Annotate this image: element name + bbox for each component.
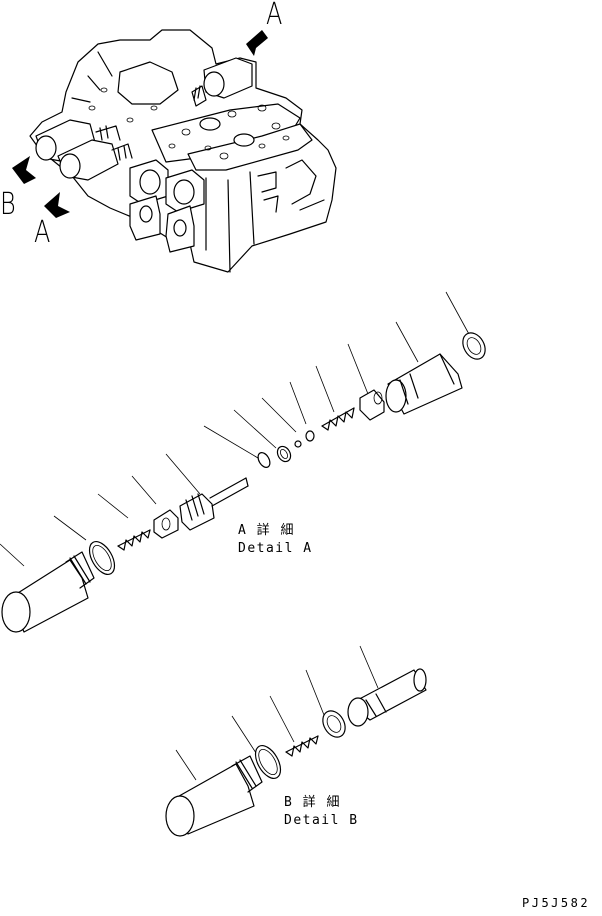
detail-b-en-label: Detail B	[284, 813, 359, 828]
detail-b-exploded-parts	[165, 645, 427, 837]
detail-a-exploded-parts	[0, 291, 486, 633]
view-a-left-label: A	[34, 215, 51, 250]
view-b-label: B	[0, 187, 16, 222]
arrow-a-top-icon	[246, 30, 268, 56]
arrow-a-left-icon	[44, 192, 70, 218]
view-a-top-label: A	[266, 0, 283, 32]
control-valve-assembly	[12, 29, 337, 273]
detail-a-jp-label: A 詳 細	[238, 523, 295, 538]
detail-b-jp-label: B 詳 細	[284, 795, 341, 810]
drawing-code: PJ5J582	[522, 896, 591, 910]
arrow-b-icon	[12, 156, 36, 184]
detail-a-en-label: Detail A	[238, 541, 313, 556]
